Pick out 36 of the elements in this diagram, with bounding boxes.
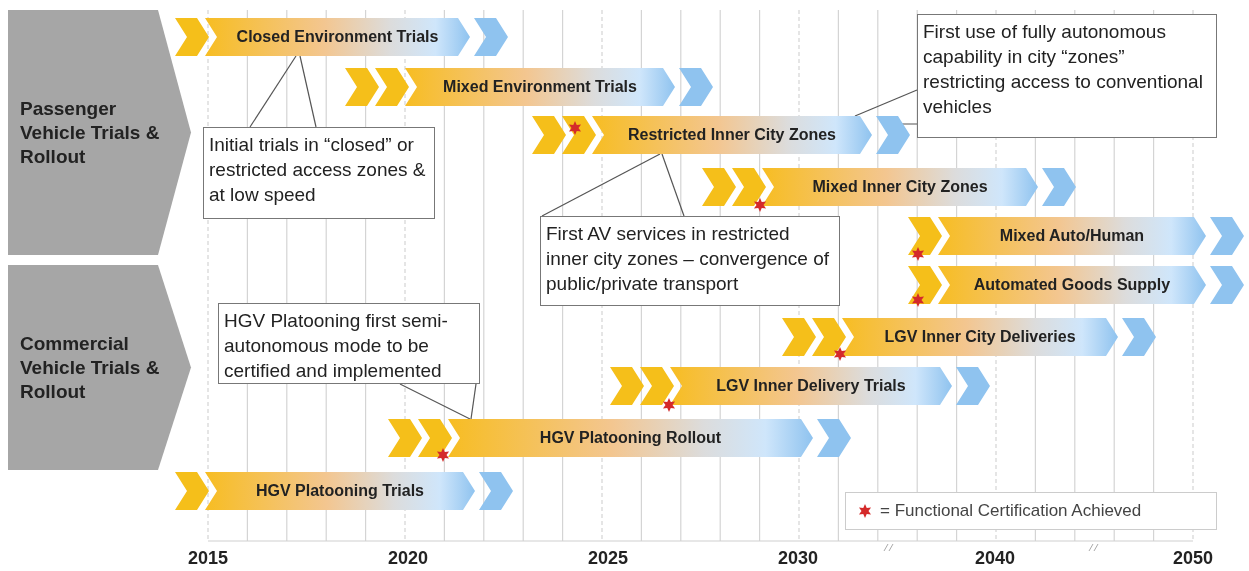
- callout-text: HGV Platooning first semi-autonomous mode to be certified and implemented: [224, 309, 449, 383]
- year-label: 2020: [386, 547, 429, 570]
- category-label: Passenger Vehicle Trials & Rollout: [20, 96, 160, 169]
- year-label: 2030: [776, 547, 819, 570]
- category-banner: [8, 265, 193, 470]
- bar-label: LGV Inner Delivery Trials: [716, 376, 906, 396]
- legend-text: = Functional Certification Achieved: [880, 500, 1142, 523]
- bar-label: Restricted Inner City Zones: [627, 125, 836, 145]
- bar-label: Mixed Environment Trials: [443, 77, 637, 97]
- callout-box: [203, 127, 435, 219]
- leader-line: [399, 383, 471, 420]
- leader-line: [541, 153, 661, 217]
- callout-text: First AV services in restricted inner city zones – convergence of public/private transport: [546, 222, 831, 296]
- year-label: 2025: [586, 547, 629, 570]
- bar-label: LGV Inner City Deliveries: [884, 327, 1076, 347]
- leader-line: [299, 55, 317, 128]
- year-label: 2015: [186, 547, 229, 570]
- year-label: 2050: [1171, 547, 1214, 570]
- bar-label: HGV Platooning Trials: [256, 481, 424, 501]
- leader-line: [661, 153, 685, 217]
- leader-line: [470, 383, 477, 420]
- bar-label: Automated Goods Supply: [973, 275, 1171, 295]
- callout-box: [218, 303, 480, 384]
- callout-box: [540, 216, 840, 306]
- bar-label: HGV Platooning Rollout: [539, 428, 722, 448]
- bar-label: Mixed Inner City Zones: [812, 177, 988, 197]
- bar-label: Mixed Auto/Human: [999, 226, 1145, 246]
- category-banner: [8, 10, 193, 255]
- leader-line: [854, 89, 918, 117]
- callout-text: First use of fully autonomous capability in city “zones” restricting access to conventional vehicles: [923, 20, 1204, 119]
- leader-line: [249, 55, 297, 128]
- callout-text: Initial trials in “closed” or restricted access zones & at low speed: [209, 133, 427, 207]
- callout-box: [917, 14, 1217, 138]
- year-label: 2040: [973, 547, 1016, 570]
- category-label: Commercial Vehicle Trials & Rollout: [20, 331, 160, 404]
- bar-label: Closed Environment Trials: [236, 27, 439, 47]
